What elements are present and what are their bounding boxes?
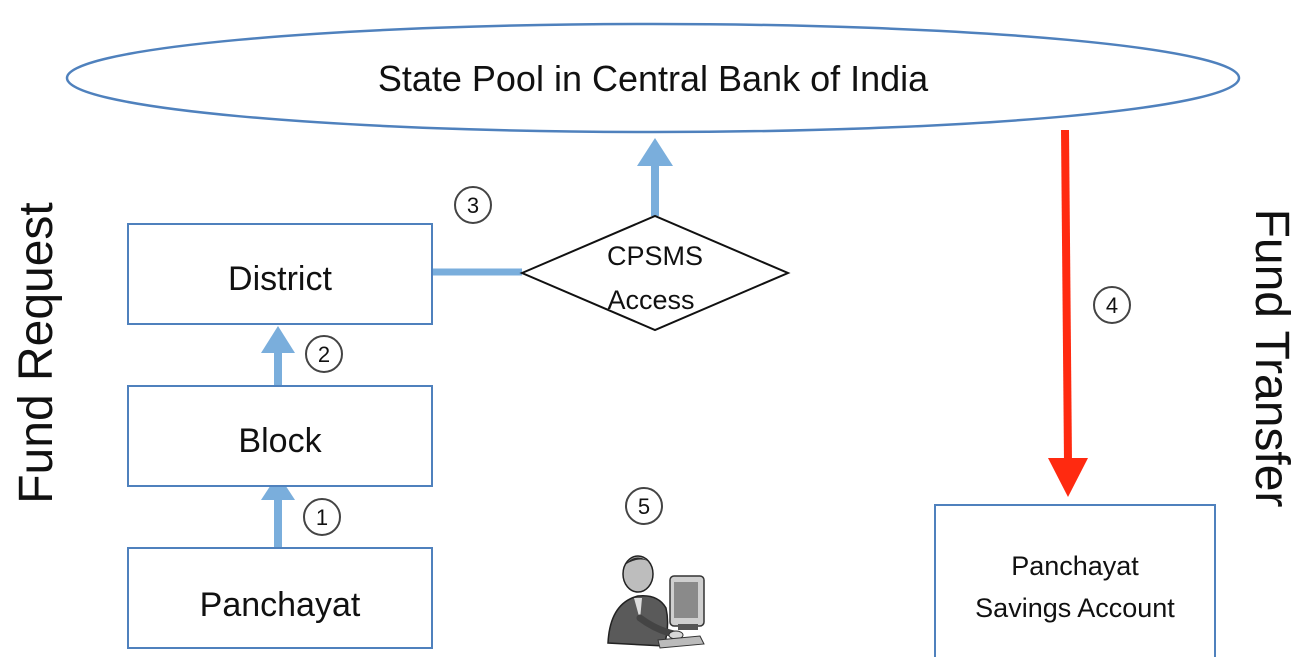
- panchayat-box: [127, 547, 433, 649]
- cpsms-label-line2: Access: [607, 285, 694, 315]
- step-2-badge: 2: [305, 335, 343, 373]
- block-label: Block: [238, 422, 322, 460]
- step-2-number: 2: [318, 342, 330, 367]
- arrowhead-block-to-district: [261, 326, 295, 353]
- step-4-number: 4: [1106, 293, 1118, 318]
- step-4-badge: 4: [1093, 286, 1131, 324]
- step-3-number: 3: [467, 193, 479, 218]
- step-1-badge: 1: [303, 498, 341, 536]
- arrow-fund-transfer: [1061, 129, 1072, 463]
- state-pool-label: State Pool in Central Bank of India: [378, 58, 929, 99]
- arrowhead-cpsms-to-pool: [637, 138, 673, 166]
- savings-account-label-line1: Panchayat: [1011, 551, 1139, 581]
- step-5-badge: 5: [625, 487, 663, 525]
- block-box: [127, 385, 433, 487]
- cpsms-label-line1: CPSMS: [607, 241, 703, 271]
- panchayat-label: Panchayat: [200, 586, 361, 624]
- step-5-number: 5: [638, 494, 650, 519]
- step-3-badge: 3: [454, 186, 492, 224]
- step-1-number: 1: [316, 505, 328, 530]
- state-pool-ellipse: [65, 22, 1241, 134]
- savings-account-label-line2: Savings Account: [975, 593, 1175, 623]
- district-box: [127, 223, 433, 325]
- fund-request-label: Fund Request: [10, 202, 63, 504]
- district-label: District: [228, 260, 332, 298]
- person-at-computer-icon: [607, 555, 705, 649]
- arrowhead-fund-transfer: [1048, 458, 1088, 497]
- fund-transfer-label: Fund Transfer: [1245, 209, 1298, 508]
- cpsms-access-diamond: [519, 214, 791, 332]
- savings-account-box: [934, 504, 1216, 657]
